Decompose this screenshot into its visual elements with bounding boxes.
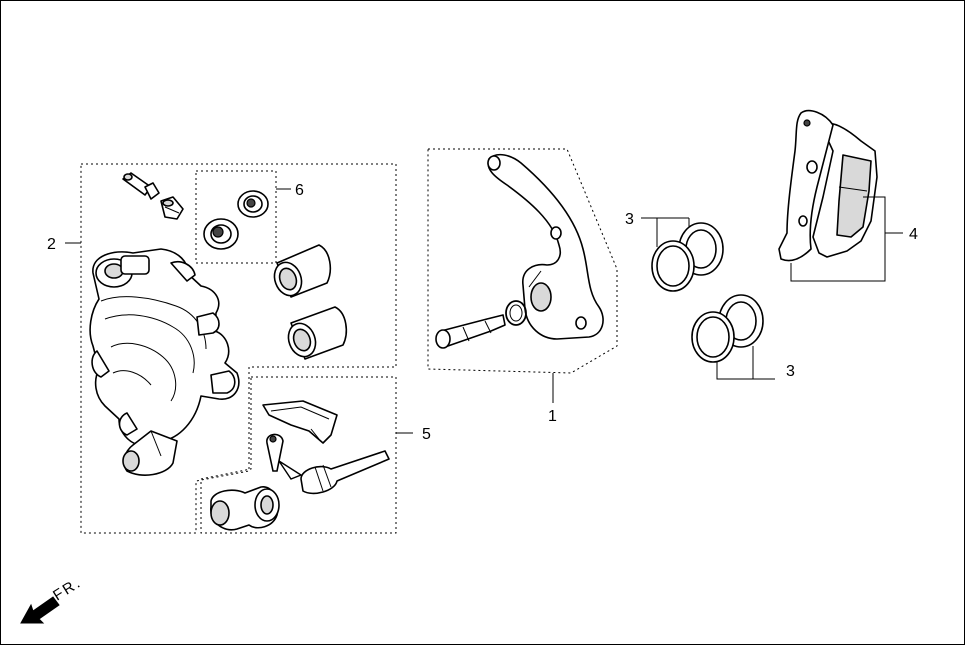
brake-pad [778, 109, 878, 262]
seal-ring-set-upper [651, 222, 724, 292]
retaining-clip [266, 433, 303, 480]
callout-1: 1 [548, 408, 557, 425]
group-caliper-boundary [80, 163, 397, 534]
circlip [505, 300, 527, 326]
front-direction-indicator: FR. [20, 574, 85, 624]
group-pin-kit-boundary [200, 376, 397, 534]
piston-upper [273, 244, 332, 298]
caliper-body [89, 248, 240, 476]
callout-6: 6 [295, 182, 304, 199]
callout-5: 5 [422, 426, 431, 443]
leader-lines [65, 188, 903, 434]
callout-3-upper: 3 [625, 211, 634, 228]
callout-4: 4 [909, 226, 918, 243]
group-bracket-boundary [427, 148, 618, 374]
callout-2: 2 [47, 236, 56, 253]
guide-pin-boot [210, 486, 280, 531]
seal-ring-set-lower [691, 294, 764, 363]
group-seal-kit-boundary [195, 170, 277, 264]
slide-pin [300, 450, 390, 495]
front-arrow-icon [20, 596, 60, 624]
front-direction-label: FR. [50, 574, 85, 604]
callout-3-lower: 3 [786, 363, 795, 380]
bleeder-valve [122, 172, 160, 200]
piston-seal-kit [203, 190, 269, 250]
piston-lower [287, 306, 348, 360]
bleeder-cap [160, 196, 184, 220]
pad-spring-clip [262, 400, 338, 444]
bracket-pin [435, 314, 506, 349]
caliper-bracket [487, 153, 604, 340]
